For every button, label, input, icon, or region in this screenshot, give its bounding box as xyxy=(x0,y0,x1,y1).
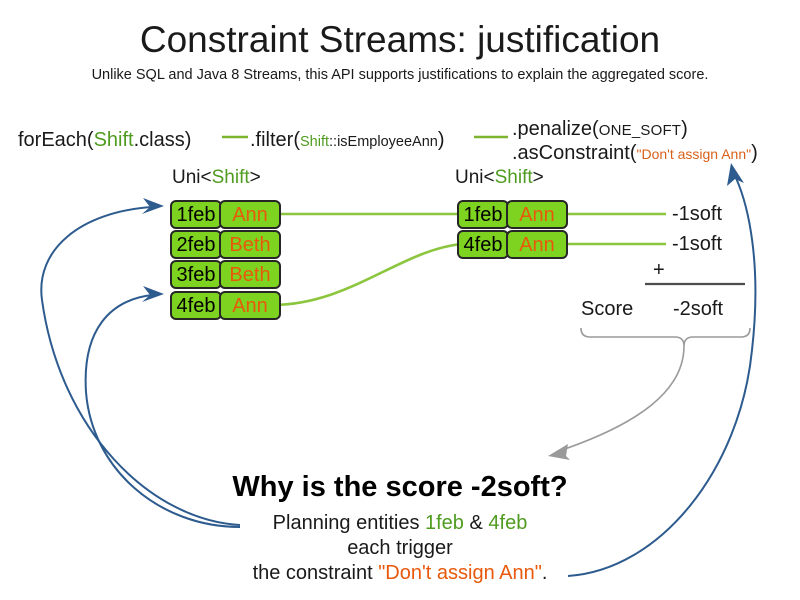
connector-4feb xyxy=(271,242,463,307)
page-subtitle: Unlike SQL and Java 8 Streams, this API … xyxy=(91,67,709,83)
page-title: Constraint Streams: justification xyxy=(139,19,661,60)
code-penalize: .penalize(ONE_SOFT) xyxy=(512,117,688,143)
uni-right-type: Shift xyxy=(494,167,533,188)
code-foreach-call: forEach( xyxy=(18,129,94,151)
score-total: -2soft xyxy=(673,298,724,320)
explanation-line-2: each trigger xyxy=(347,537,453,559)
explanation-body: Planning entities 1feb & 4feb each trigg… xyxy=(0,511,800,586)
fact-row-left-3[interactable]: 4feb Ann xyxy=(170,291,281,320)
code-filter-type: Shift xyxy=(300,134,330,150)
code-penalize-suffix: ) xyxy=(681,118,688,140)
fact-row-left-2[interactable]: 3feb Beth xyxy=(170,260,281,289)
score-value-row-0: -1soft xyxy=(672,203,723,225)
code-as-constraint: .asConstraint("Don't assign Ann") xyxy=(512,141,758,166)
code-foreach-type: Shift xyxy=(93,129,134,151)
explanation-heading: Why is the score -2soft? xyxy=(232,471,568,503)
explanation-line3-suffix: . xyxy=(541,562,548,584)
explanation-entity-b: 4feb xyxy=(488,512,528,534)
fact-row-right-0[interactable]: 1feb Ann xyxy=(457,200,568,229)
fact-employee: Ann xyxy=(219,291,281,320)
code-as-constraint-arg: "Don't assign Ann" xyxy=(636,146,752,162)
code-filter-suffix: ) xyxy=(437,129,445,151)
fact-date: 4feb xyxy=(457,230,509,259)
justification-arrow-4feb-head-icon xyxy=(142,286,164,302)
code-penalize-arg: ONE_SOFT xyxy=(598,122,682,139)
code-penalize-call: .penalize( xyxy=(512,118,599,140)
fact-row-left-0[interactable]: 1feb Ann xyxy=(170,200,281,229)
code-foreach: forEach(Shift.class) xyxy=(18,128,191,152)
fact-date: 4feb xyxy=(170,291,222,320)
explanation-line1-amp: & xyxy=(463,512,489,534)
brace-arrowhead-icon xyxy=(548,444,570,460)
fact-date: 1feb xyxy=(170,200,222,229)
uni-left-prefix: Uni< xyxy=(172,167,212,188)
fact-employee: Beth xyxy=(219,260,281,289)
justification-arrow-1feb-head-icon xyxy=(142,198,164,214)
score-value-row-1: -1soft xyxy=(672,233,723,255)
explanation-constraint-name: "Don't assign Ann" xyxy=(378,562,542,584)
uni-right-prefix: Uni< xyxy=(455,167,495,188)
constraint-arrow-head-icon xyxy=(727,163,744,186)
score-label: Score xyxy=(581,298,634,320)
fact-employee: Ann xyxy=(506,230,568,259)
brace-tail xyxy=(555,345,685,453)
code-as-constraint-call: .asConstraint( xyxy=(512,142,637,164)
fact-row-left-1[interactable]: 2feb Beth xyxy=(170,230,281,259)
fact-date: 2feb xyxy=(170,230,222,259)
explanation-line-3: the constraint "Don't assign Ann". xyxy=(0,561,800,586)
code-foreach-suffix: .class) xyxy=(133,129,192,151)
uni-right-suffix: > xyxy=(532,167,544,188)
explanation-line3-prefix: the constraint xyxy=(252,562,379,584)
fact-employee: Beth xyxy=(219,230,281,259)
uni-label-right: Uni<Shift> xyxy=(455,167,544,189)
fact-employee: Ann xyxy=(506,200,568,229)
code-filter: .filter(Shift::isEmployeeAnn) xyxy=(250,128,445,154)
uni-left-type: Shift xyxy=(211,167,250,188)
code-filter-call: .filter( xyxy=(250,129,300,151)
code-as-constraint-suffix: ) xyxy=(751,142,758,164)
explanation-line-1: Planning entities 1feb & 4feb xyxy=(0,511,800,536)
uni-label-left: Uni<Shift> xyxy=(172,167,261,189)
explanation-entity-a: 1feb xyxy=(425,512,464,534)
score-brace xyxy=(580,327,751,347)
fact-employee: Ann xyxy=(219,200,281,229)
fact-row-right-1[interactable]: 4feb Ann xyxy=(457,230,568,259)
code-filter-method: ::isEmployeeAnn xyxy=(329,134,438,150)
uni-left-suffix: > xyxy=(249,167,261,188)
score-operator: + xyxy=(653,259,665,281)
fact-date: 1feb xyxy=(457,200,509,229)
fact-date: 3feb xyxy=(170,260,222,289)
explanation-line1-prefix: Planning entities xyxy=(272,512,425,534)
